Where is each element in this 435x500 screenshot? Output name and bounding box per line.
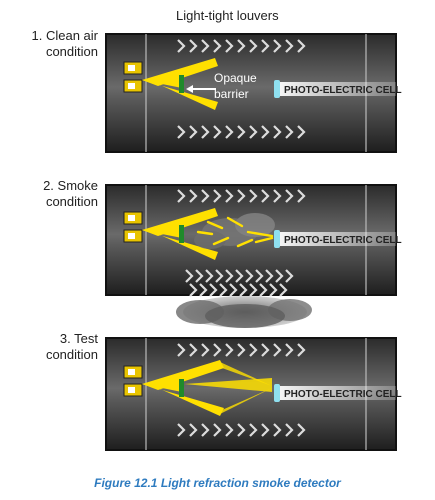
cell-beam (278, 82, 396, 96)
barrier-label: barrier (214, 87, 249, 101)
light-beam (142, 80, 218, 110)
light-beam (142, 384, 224, 416)
panel-1-clean-air: Opaque barrier PHOTO-ELECTRIC CELL (105, 33, 402, 153)
test-light-beam (220, 388, 272, 414)
photo-electric-cell (274, 80, 280, 98)
opaque-barrier (179, 379, 184, 397)
panel-1-label: 1. Clean air condition (31, 28, 99, 59)
figure-caption: Figure 12.1 Light refraction smoke detec… (94, 476, 341, 490)
cell-beam (278, 386, 396, 400)
light-source (123, 365, 143, 397)
light-beam (142, 378, 182, 392)
test-light-beam (220, 362, 272, 386)
panel-3-test: PHOTO-ELECTRIC CELL (105, 337, 402, 451)
cell-label: PHOTO-ELECTRIC CELL (284, 389, 402, 400)
photo-electric-cell (274, 384, 280, 402)
panel-3-label: 3. Test condition (45, 331, 98, 362)
light-source (123, 61, 143, 93)
light-beam (142, 224, 182, 238)
photo-electric-cell (274, 230, 280, 248)
panel-2-label: 2. Smoke condition (43, 178, 98, 209)
cell-label: PHOTO-ELECTRIC CELL (284, 235, 402, 246)
smoke-cloud-outer (176, 296, 312, 328)
opaque-barrier (179, 75, 184, 93)
panel-2-smoke: PHOTO-ELECTRIC CELL (105, 184, 402, 328)
opaque-barrier (179, 225, 184, 243)
test-light-beam (184, 378, 272, 392)
light-beam (142, 74, 182, 88)
diagram-title: Light-tight louvers (176, 8, 279, 23)
light-beam (142, 230, 218, 260)
scattered-light (196, 216, 274, 248)
light-source (123, 211, 143, 243)
cell-beam (278, 232, 396, 246)
cell-label: PHOTO-ELECTRIC CELL (284, 85, 402, 96)
barrier-label: Opaque (214, 71, 257, 85)
